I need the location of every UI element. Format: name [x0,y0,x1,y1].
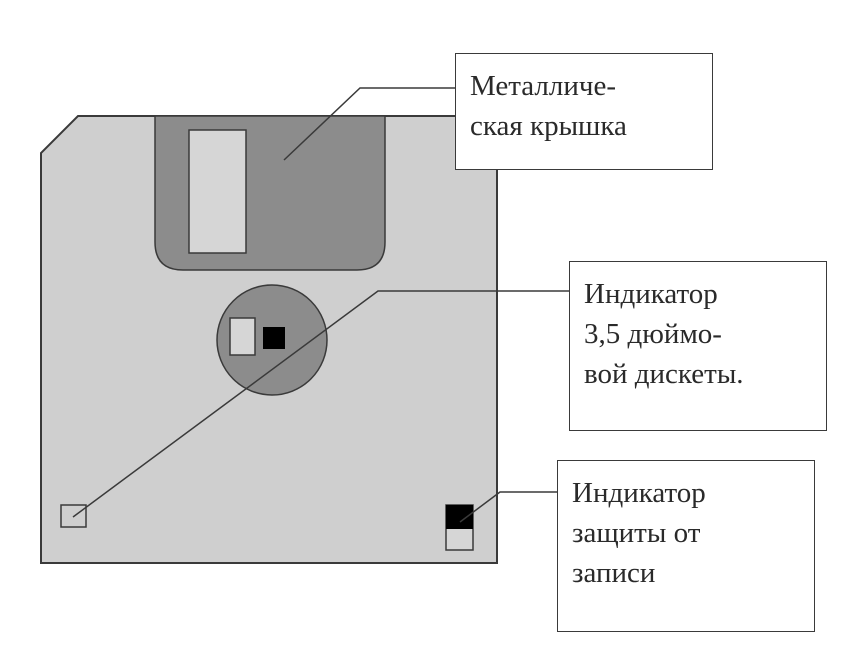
shutter-window [188,129,247,254]
leader-line-shutter [283,87,455,161]
leader-line-density [72,290,569,518]
callout-density-line-1: Индикатор [584,278,718,310]
callout-metal-shutter: Металличе- ская крышка [455,53,713,170]
callout-shutter-line-1: Металличе- [470,70,617,102]
callout-write-protect: Индикатор защиты от записи [557,460,815,632]
callout-density-line-2: 3,5 дюймо- [584,318,722,350]
callout-density-indicator: Индикатор 3,5 дюймо- вой дискеты. [569,261,827,431]
callout-protect-line-1: Индикатор [572,477,706,509]
write-protect-tab [446,505,473,529]
callout-protect-line-2: защиты от [572,517,701,549]
hub-dark-square [263,327,285,349]
callout-density-line-3: вой дискеты. [584,358,744,390]
hub-light-square [229,317,256,356]
callout-shutter-line-2: ская крышка [470,110,627,142]
callout-protect-line-3: записи [572,557,656,589]
leader-line-protect [459,491,557,523]
